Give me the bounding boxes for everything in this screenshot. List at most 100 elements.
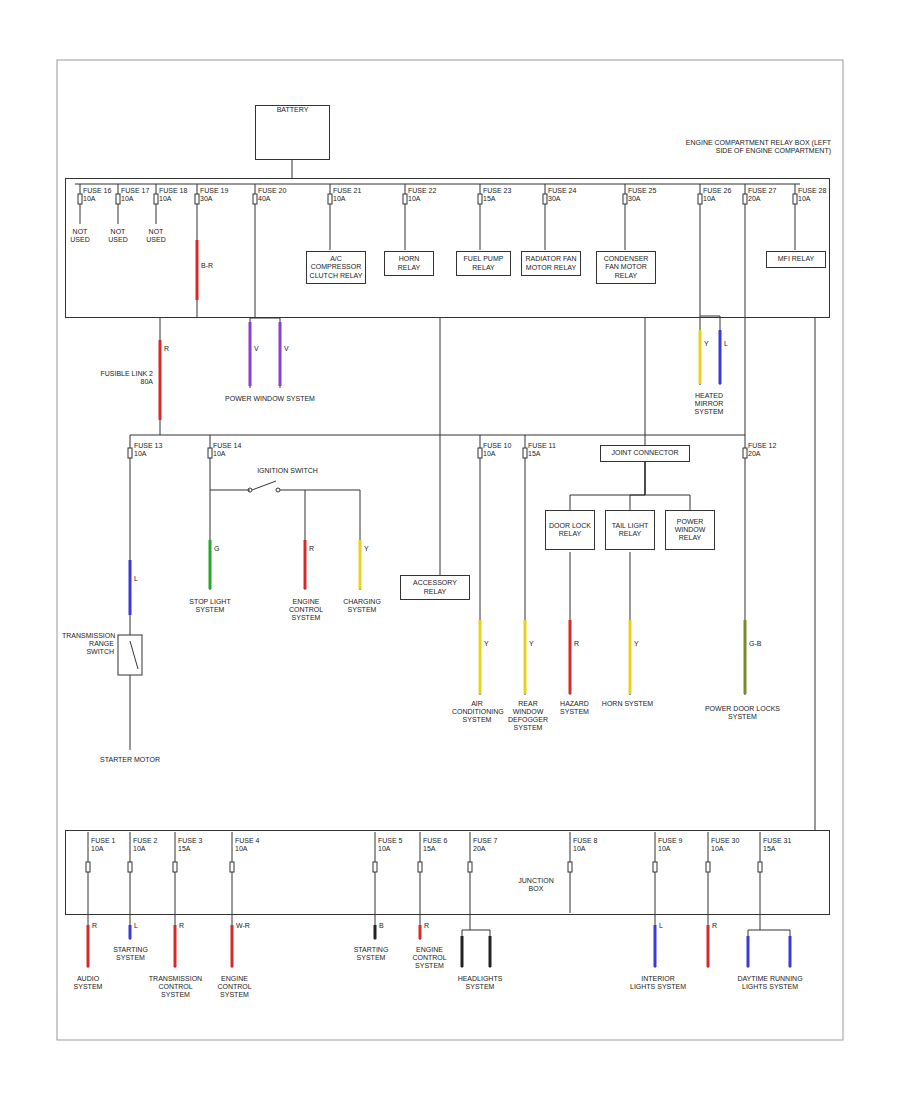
wire-yellow	[359, 540, 362, 589]
fuse-label: FUSE 7 20A	[473, 837, 511, 853]
fuse-label: FUSE 4 10A	[235, 837, 273, 853]
fuse-symbol	[195, 194, 199, 204]
wire	[250, 318, 251, 388]
relay-box: HORN RELAY	[384, 251, 434, 276]
system-label: HEADLIGHTS SYSTEM	[450, 975, 510, 991]
fuse-symbol	[543, 194, 547, 204]
wire-blue	[747, 936, 750, 967]
fuse-symbol	[478, 194, 482, 204]
fuse-label: FUSE 11 15A	[528, 442, 566, 458]
wire-color-code: V	[254, 345, 266, 353]
note-label: NOT USED	[141, 228, 171, 244]
wire-blue	[654, 925, 657, 967]
fuse-label: FUSE 8 10A	[573, 837, 611, 853]
wire	[360, 490, 361, 590]
fusible-link-label: FUSIBLE LINK 2 80A	[95, 370, 153, 386]
system-label: AUDIO SYSTEM	[62, 975, 114, 991]
system-label: REAR WINDOW DEFOGGER SYSTEM	[506, 700, 550, 732]
node-label: TAIL LIGHT RELAY	[608, 522, 652, 538]
wire-color-code: G-B	[749, 640, 767, 648]
system-label: AIR CONDITIONING SYSTEM	[452, 700, 502, 724]
fuse-symbol	[116, 194, 120, 204]
wire	[462, 930, 463, 968]
wire-red	[196, 240, 199, 300]
fuse-symbol	[128, 448, 132, 458]
relay-box: A/C COMPRESSOR CLUTCH RELAY	[306, 251, 366, 284]
wire-black	[374, 925, 377, 939]
wire	[480, 435, 481, 695]
wire	[88, 832, 89, 968]
wire-color-code: Y	[529, 640, 541, 648]
wire	[748, 930, 790, 931]
wire-yellow	[524, 620, 527, 694]
wire	[748, 930, 749, 968]
system-label: INTERIOR LIGHTS SYSTEM	[628, 975, 688, 991]
wire	[700, 316, 720, 317]
fuse-label: FUSE 16 10A	[83, 187, 117, 203]
node-label: JUNCTION BOX	[511, 877, 561, 893]
fuse-symbol	[173, 862, 177, 872]
relay-box: RADIATOR FAN MOTOR RELAY	[521, 251, 581, 276]
fuse-symbol	[373, 862, 377, 872]
fuse-symbol	[154, 194, 158, 204]
node-label: A/C COMPRESSOR CLUTCH RELAY	[309, 255, 363, 279]
wire-color-code: R	[164, 345, 176, 353]
wire-yellow	[699, 330, 702, 384]
wire-blue	[719, 330, 722, 384]
wire	[305, 490, 306, 590]
wire-color-code: B	[379, 922, 397, 930]
wire-red	[231, 925, 234, 967]
fuse-label: FUSE 26 10A	[703, 187, 737, 203]
wire-red	[159, 340, 162, 420]
wire-red	[174, 925, 177, 967]
wire	[160, 318, 161, 435]
switch-symbol	[252, 481, 276, 490]
node-label: HORN RELAY	[387, 255, 431, 271]
wire-color-code: R	[179, 922, 197, 930]
wire-color-code: Y	[484, 640, 496, 648]
system-label: HAZARD SYSTEM	[552, 700, 597, 716]
node-label: ACCESSORY RELAY	[403, 579, 467, 595]
switch-label: TRANSMISSION RANGE SWITCH	[62, 632, 114, 656]
wire-color-code: L	[134, 575, 146, 583]
fuse-label: FUSE 27 20A	[748, 187, 782, 203]
relay-box: CONDENSER FAN MOTOR RELAY	[596, 251, 656, 284]
connector-wire	[570, 462, 645, 510]
fuse-label: FUSE 12 20A	[748, 442, 788, 458]
relay-box: FUEL PUMP RELAY	[456, 251, 511, 276]
wire	[130, 675, 131, 750]
node-label: RADIATOR FAN MOTOR RELAY	[524, 255, 578, 271]
wire-red	[569, 620, 572, 694]
node-label: POWER WINDOW RELAY	[668, 518, 712, 542]
connector-wire	[292, 160, 293, 178]
wire	[420, 832, 421, 940]
fuse-symbol	[743, 448, 747, 458]
wire	[655, 832, 656, 968]
fuse-symbol	[208, 448, 212, 458]
note-label: NOT USED	[65, 228, 95, 244]
fuse-symbol	[706, 862, 710, 872]
relay-box: POWER WINDOW RELAY	[665, 510, 715, 550]
wire-green	[209, 540, 212, 589]
system-label: TRANSMISSION CONTROL SYSTEM	[148, 975, 203, 999]
wire-color-code: Y	[634, 640, 646, 648]
system-label: ENGINE CONTROL SYSTEM	[280, 598, 332, 622]
system-label: STOP LIGHT SYSTEM	[185, 598, 235, 614]
fuse-label: FUSE 5 10A	[378, 837, 416, 853]
system-label: STARTING SYSTEM	[108, 946, 153, 962]
node-label: ENGINE COMPARTMENT RELAY BOX (LEFT SIDE …	[681, 139, 831, 155]
relay-box: MFI RELAY	[766, 251, 826, 268]
switch-label: IGNITION SWITCH	[240, 467, 335, 475]
wire-color-code: W-R	[236, 922, 254, 930]
wire-color-code: L	[724, 340, 736, 348]
fuse-symbol	[653, 862, 657, 872]
wire-color-code: R	[712, 922, 730, 930]
switch-contact	[276, 488, 280, 492]
node-label: JOINT CONNECTOR	[603, 449, 687, 457]
fuse-label: FUSE 18 10A	[159, 187, 193, 203]
wire-yellow	[629, 620, 632, 694]
fuse-label: FUSE 19 30A	[200, 187, 234, 203]
fuse-label: FUSE 17 10A	[121, 187, 155, 203]
fuse-symbol	[468, 862, 472, 872]
fuse-symbol	[568, 862, 572, 872]
